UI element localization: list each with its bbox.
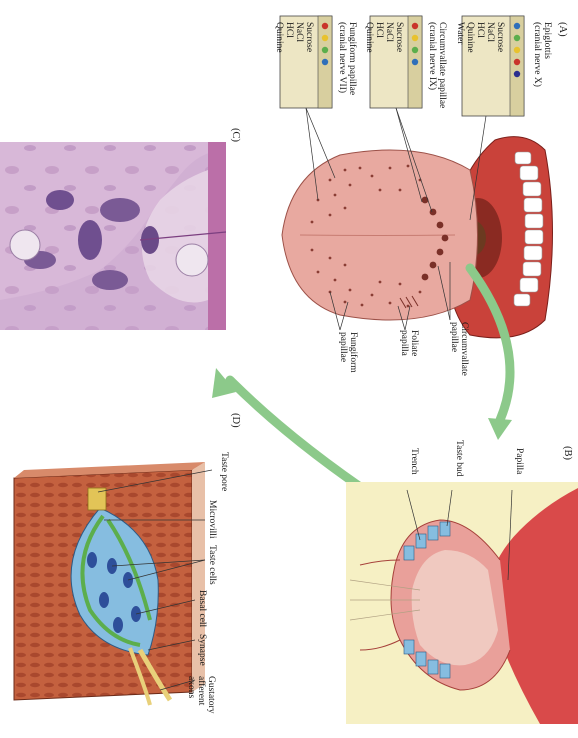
taste-nacl: NaCl (294, 22, 304, 42)
taste-dot (411, 46, 419, 54)
taste-nacl: NaCl (485, 22, 495, 42)
panel-c: (C) (0, 128, 241, 330)
label-taste-pore: Taste pore (219, 452, 229, 491)
taste-dot (411, 22, 419, 30)
label-circumvallate: Circumvallate (459, 322, 469, 376)
taste-dot (513, 70, 521, 78)
taste-dot (513, 22, 521, 30)
fungiform-box: Sucrose NaCl HCl Quinine (274, 15, 333, 109)
taste-dot (513, 46, 521, 54)
taste-quinine: Quinine (465, 22, 475, 53)
panel-a-letter: (A) (557, 22, 568, 37)
panel-b-leaders (406, 489, 513, 581)
panel-b-letter: (B) (562, 446, 573, 461)
epiglottis-title: Epiglottis (542, 22, 552, 59)
leader-lines (305, 107, 487, 331)
circumvallate-papillae (421, 196, 449, 281)
label-papilla: Papilla (514, 448, 524, 475)
taste-quinine: Quinine (274, 22, 284, 53)
taste-dot (513, 34, 521, 42)
taste-quinine: Quinine (364, 22, 374, 53)
label-circumvallate-2: papillae (449, 322, 459, 352)
taste-dot (411, 58, 419, 66)
epiglottis-dot-row (513, 22, 521, 78)
label-synapse: Synapse (197, 634, 207, 666)
label-gustatory: Gustatory (206, 676, 216, 714)
label-microvilli: Microvilli (207, 500, 217, 539)
circumvallate-nerve: (cranial nerve IX) (427, 22, 438, 90)
teeth (513, 151, 544, 307)
circumvallate-title: Circumvallate papillae (437, 22, 447, 108)
taste-dot (321, 34, 329, 42)
taste-hcl: HCl (374, 22, 384, 38)
taste-sucrose: Sucrose (304, 22, 314, 52)
foliate-papilla (399, 295, 419, 309)
taste-dot (321, 58, 329, 66)
taste-dot (411, 34, 419, 42)
label-fungiform-2: papillae (338, 332, 348, 362)
label-foliate: Foliate (409, 330, 419, 356)
epiglottis-box: Sucrose NaCl HCl Quinine Water (455, 15, 525, 117)
taste-sucrose: Sucrose (495, 22, 505, 52)
fungiform-nerve: (cranial nerve VII) (337, 22, 348, 93)
taste-sucrose: Sucrose (394, 22, 404, 52)
panel-c-letter: (C) (230, 128, 241, 143)
circumvallate-box: Sucrose NaCl HCl Quinine (364, 15, 423, 109)
taste-dot (321, 22, 329, 30)
label-basal-cell: Basal cell (197, 590, 207, 628)
histology-micrograph (0, 142, 227, 330)
taste-water: Water (455, 22, 465, 45)
taste-nacl: NaCl (384, 22, 394, 42)
label-taste-cells: Taste cells (207, 545, 217, 585)
fungiform-title: Fungiform papillae (347, 22, 358, 95)
panel-d-letter: (D) (230, 413, 241, 428)
label-fungiform: Fungiform (348, 332, 359, 373)
taste-buds (403, 521, 451, 679)
taste-bud-diagram (13, 462, 205, 706)
label-foliate-2: papilla (399, 330, 409, 357)
taste-dot (321, 46, 329, 54)
label-gustatory-2: afferent (196, 676, 207, 706)
papilla-cross-section (346, 482, 578, 724)
panel-d: (D) Taste pore Microvilli Taste cells Ba… (13, 413, 241, 714)
panel-a: (A) Sucrose NaCl HCl Quinine Water Epigl… (274, 15, 568, 376)
label-gustatory-3: axons (186, 676, 196, 698)
label-taste-bud: Taste bud (454, 440, 464, 477)
papillae-dots (310, 164, 422, 308)
epiglottis-nerve: (cranial nerve X) (532, 22, 543, 87)
taste-hcl: HCl (475, 22, 485, 38)
taste-dot (513, 58, 521, 66)
panel-b: (B) Papilla Taste bud Trench (346, 440, 578, 724)
taste-hcl: HCl (284, 22, 294, 38)
panel-d-leaders (97, 469, 213, 691)
label-trench: Trench (409, 448, 419, 475)
tongue-illustration (281, 136, 553, 339)
